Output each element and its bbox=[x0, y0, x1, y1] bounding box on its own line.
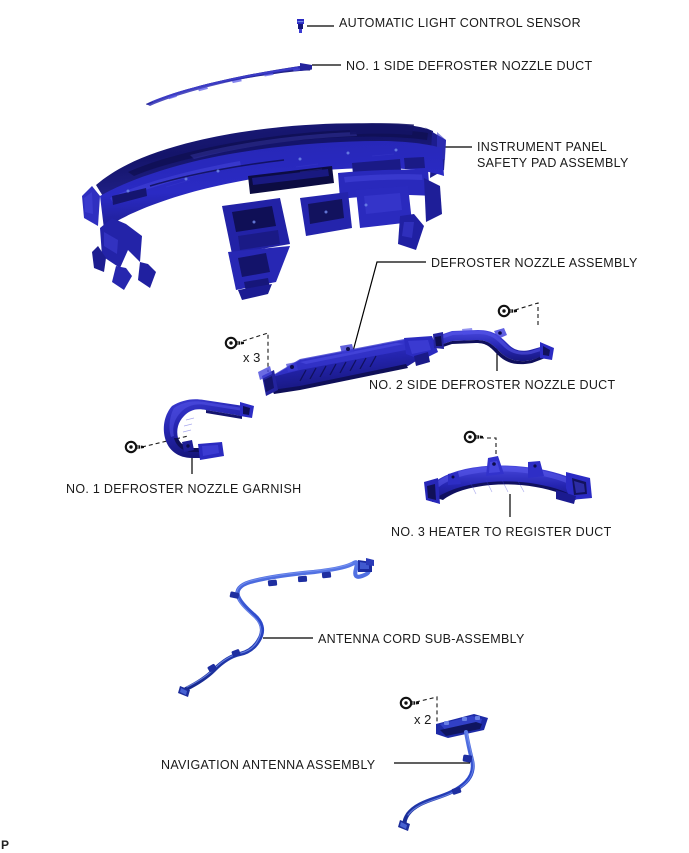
no-1-side-defroster-nozzle-duct-graphic bbox=[146, 63, 312, 106]
bolt-icon bbox=[399, 696, 419, 710]
bolt-icon bbox=[497, 304, 517, 318]
label-instrument-panel-safety-pad-line1: INSTRUMENT PANEL bbox=[477, 140, 608, 154]
no-1-defroster-nozzle-garnish-graphic bbox=[163, 399, 254, 460]
bolt-icon bbox=[224, 336, 244, 350]
label-no-1-defroster-nozzle-garnish: NO. 1 DEFROSTER NOZZLE GARNISH bbox=[66, 482, 302, 496]
label-no-2-side-defroster-nozzle-duct: NO. 2 SIDE DEFROSTER NOZZLE DUCT bbox=[369, 378, 616, 392]
leader-defroster-nozzle-assembly bbox=[351, 261, 426, 356]
page-corner-mark: P bbox=[1, 838, 10, 852]
label-automatic-light-control-sensor: AUTOMATIC LIGHT CONTROL SENSOR bbox=[339, 16, 581, 30]
navigation-antenna-assembly-graphic bbox=[398, 714, 488, 831]
label-navigation-antenna-assembly: NAVIGATION ANTENNA ASSEMBLY bbox=[161, 758, 376, 772]
label-no-1-side-defroster-nozzle-duct: NO. 1 SIDE DEFROSTER NOZZLE DUCT bbox=[346, 59, 593, 73]
label-antenna-cord-sub-assembly: ANTENNA CORD SUB-ASSEMBLY bbox=[318, 632, 525, 646]
dash-bolt-no-3-duct bbox=[480, 437, 497, 462]
antenna-cord-connectors bbox=[178, 558, 374, 697]
quantity-bolt-defroster-nozzle-assembly: x 3 bbox=[243, 350, 261, 365]
no-2-side-defroster-nozzle-duct-graphic bbox=[433, 328, 554, 365]
bolt-icons-group bbox=[124, 304, 517, 710]
antenna-cord-highlight bbox=[186, 562, 353, 688]
label-defroster-nozzle-assembly: DEFROSTER NOZZLE ASSEMBLY bbox=[431, 256, 638, 270]
bolt-icon bbox=[463, 430, 483, 444]
defroster-nozzle-assembly-graphic bbox=[258, 336, 438, 396]
dash-bolt-no-1-garnish bbox=[141, 435, 189, 448]
dash-bolt-no-2-duct bbox=[514, 302, 539, 325]
quantity-bolt-navigation-antenna: x 2 bbox=[414, 712, 432, 727]
dash-bolt-qty-3 bbox=[242, 332, 269, 372]
automatic-light-control-sensor-graphic bbox=[297, 19, 304, 33]
bolt-dashed-lines bbox=[141, 302, 539, 722]
dash-bolt-qty-2 bbox=[415, 696, 438, 722]
label-no-3-heater-to-register-duct: NO. 3 HEATER TO REGISTER DUCT bbox=[391, 525, 612, 539]
bolt-icon bbox=[124, 440, 144, 454]
no-3-heater-to-register-duct-graphic bbox=[424, 456, 592, 504]
instrument-panel-safety-pad-graphic bbox=[82, 123, 446, 300]
label-instrument-panel-safety-pad-line2: SAFETY PAD ASSEMBLY bbox=[477, 156, 629, 170]
